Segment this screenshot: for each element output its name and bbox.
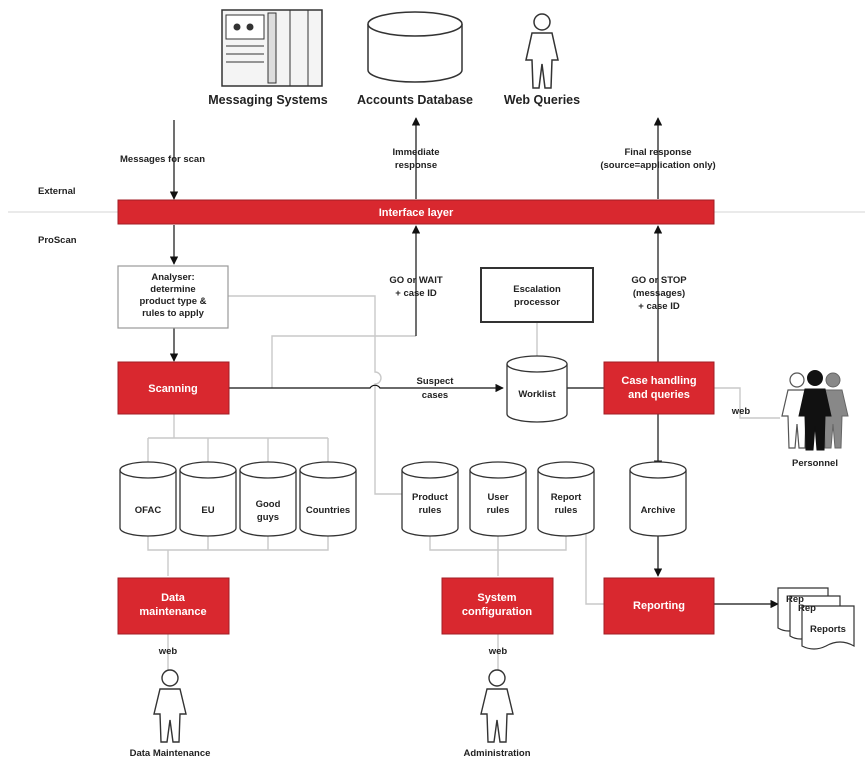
analyser-label-3: product type & (139, 296, 206, 307)
proscan-zone-label: ProScan (38, 235, 77, 246)
messaging-systems-label: Messaging Systems (208, 93, 328, 107)
escalation-label-1: Escalation (513, 284, 561, 295)
report-rules-database-icon (537, 461, 595, 537)
data-maintenance-label-2: maintenance (139, 606, 206, 618)
reports-back-label-2: Rep (798, 603, 816, 614)
reports-back-label-1: Rep (786, 594, 804, 605)
escalation-label-2: processor (514, 297, 560, 308)
connector-lines (147, 295, 780, 676)
data-maintenance-label-1: Data (161, 592, 186, 604)
web-queries-label: Web Queries (504, 93, 580, 107)
personnel-web-label: web (731, 406, 751, 417)
go-wait-label-1: GO or WAIT (389, 275, 443, 286)
data-maintenance-web-label: web (158, 646, 178, 657)
accounts-database-icon (367, 11, 463, 83)
personnel-label: Personnel (792, 458, 838, 469)
report-rules-label-2: rules (555, 505, 578, 516)
messaging-systems-icon (221, 9, 323, 87)
suspect-cases-label-1: Suspect (417, 376, 455, 387)
go-wait-label-2: + case ID (395, 288, 437, 299)
data-maintenance-person-icon (153, 669, 187, 743)
product-rules-label-2: rules (419, 505, 442, 516)
scanning-label: Scanning (148, 383, 198, 395)
final-response-label-1: Final response (624, 147, 691, 158)
product-rules-label-1: Product (412, 492, 449, 503)
personnel-group-icon (781, 370, 849, 451)
ofac-database-icon (119, 461, 177, 537)
eu-database-icon (179, 461, 237, 537)
case-handling-box: Case handling and queries (603, 361, 715, 415)
ofac-label: OFAC (135, 505, 162, 516)
suspect-cases-arrow (229, 383, 504, 393)
external-zone-label: External (38, 186, 76, 197)
worklist-label: Worklist (518, 389, 556, 400)
user-rules-label-2: rules (487, 505, 510, 516)
user-rules-label-1: User (487, 492, 508, 503)
system-configuration-box: System configuration (441, 577, 554, 635)
interface-layer-box: Interface layer (117, 199, 715, 225)
administration-person-icon (480, 669, 514, 743)
eu-label: EU (201, 505, 214, 516)
case-handling-label-2: and queries (628, 389, 690, 401)
report-rules-label-1: Report (551, 492, 582, 503)
go-stop-label-2: (messages) (633, 288, 685, 299)
analyser-label-4: rules to apply (142, 308, 204, 319)
administration-web-label: web (488, 646, 508, 657)
final-response-label-2: (source=application only) (600, 160, 715, 171)
go-stop-label-1: GO or STOP (631, 275, 687, 286)
web-queries-person-icon (525, 13, 559, 89)
good-guys-label-1: Good (256, 499, 281, 510)
reports-document-stack-icon: Rep Rep Reports (777, 587, 855, 650)
administration-person-label: Administration (463, 748, 530, 758)
system-configuration-label-2: configuration (462, 606, 533, 618)
immediate-response-label-1: Immediate (393, 147, 440, 158)
countries-label: Countries (306, 505, 350, 516)
data-maintenance-person-label: Data Maintenance (130, 748, 211, 758)
reporting-box: Reporting (603, 577, 715, 635)
accounts-database-label: Accounts Database (357, 93, 473, 107)
archive-database-icon (629, 461, 687, 537)
countries-database-icon (299, 461, 357, 537)
case-handling-label-1: Case handling (621, 375, 696, 387)
product-rules-database-icon (401, 461, 459, 537)
good-guys-label-2: guys (257, 512, 279, 523)
analyser-label-1: Analyser: (151, 272, 194, 283)
system-configuration-label-1: System (477, 592, 516, 604)
go-stop-label-3: + case ID (638, 301, 680, 312)
archive-label: Archive (641, 505, 676, 516)
analyser-box: Analyser: determine product type & rules… (117, 265, 229, 329)
analyser-label-2: determine (150, 284, 195, 295)
messages-for-scan-label: Messages for scan (120, 154, 205, 165)
interface-layer-label: Interface layer (379, 207, 454, 219)
reporting-label: Reporting (633, 600, 685, 612)
immediate-response-label-2: response (395, 160, 437, 171)
data-maintenance-box: Data maintenance (117, 577, 230, 635)
escalation-processor-box: Escalation processor (480, 267, 594, 323)
worklist-database-icon (506, 355, 568, 423)
good-guys-database-icon (239, 461, 297, 537)
reports-front-label: Reports (810, 624, 846, 635)
suspect-cases-label-2: cases (422, 390, 448, 401)
user-rules-database-icon (469, 461, 527, 537)
scanning-box: Scanning (117, 361, 230, 415)
